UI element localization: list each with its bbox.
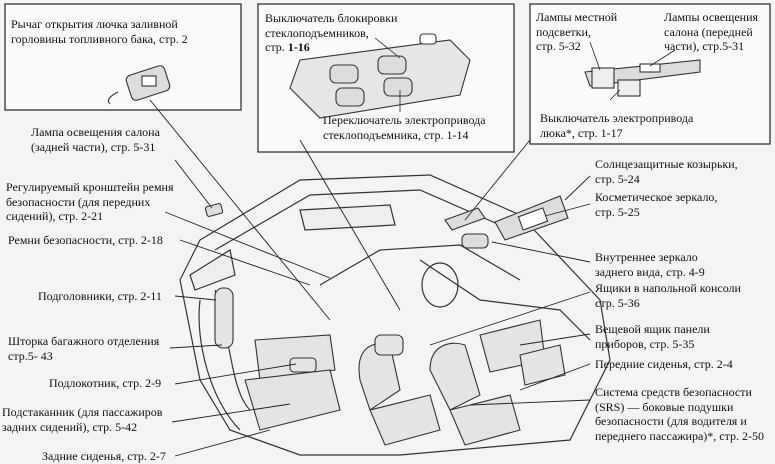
fuel-door-callout-box (4, 3, 242, 111)
label-fuel-door-lever: Рычаг открытия лючка заливной горловины … (11, 17, 188, 46)
label-window-lock-page: 1-16 (287, 40, 310, 54)
window-switch-panel-icon (289, 33, 471, 119)
label-spot-lamps: Лампы местной подсветки, стр. 5-32 (536, 10, 618, 53)
label-seatbelt-anchor: Регулируемый кронштейн ремня безопасност… (6, 180, 174, 223)
label-console-boxes: Ящики в напольной консоли стр. 5-36 (595, 281, 741, 310)
label-interior-lamps-front: Лампы освещения салона (передней части),… (664, 10, 759, 53)
label-rearview-mirror: Внутреннее зеркало заднего вида, стр. 4-… (595, 250, 705, 279)
leader-lines (149, 99, 591, 457)
label-moonroof-switch: Выключатель электропривода люка*, стр. 1… (540, 111, 694, 140)
sunvisor-icon (494, 195, 569, 241)
label-window-lock-text: Выключатель блокировки стеклоподъемников… (265, 11, 398, 54)
label-cupholder: Подстаканник (для пассажиров задних сиде… (2, 405, 163, 434)
label-glovebox: Вещевой ящик панели приборов, стр. 5-35 (595, 322, 710, 351)
label-seatbelts: Ремни безопасности, стр. 2-18 (8, 233, 163, 247)
overhead-console-icon (444, 207, 486, 231)
label-interior-lamp-rear: Лампа освещения салона (задней части), с… (31, 125, 160, 154)
label-sunvisors: Солнцезащитные козырьки, стр. 5-24 (595, 157, 738, 186)
label-srs-side-airbags: Система средств безопасности (SRS) — бок… (595, 385, 765, 443)
label-power-window-switch: Переключатель электропривода стеклоподъе… (323, 113, 486, 142)
fuel-door-lever-icon (107, 65, 171, 105)
overhead-lamps-icon (584, 59, 701, 97)
rearview-mirror-icon (461, 233, 489, 249)
label-front-seats: Передние сиденья, стр. 2-4 (595, 357, 733, 371)
label-headrests: Подголовники, стр. 2-11 (38, 289, 162, 303)
seats-shapes (214, 287, 566, 446)
label-rear-seats: Задние сиденья, стр. 2-7 (42, 449, 166, 463)
label-vanity-mirror: Косметическое зеркало, стр. 5-25 (595, 190, 718, 219)
car-interior-outline (179, 174, 611, 456)
label-cargo-cover: Шторка багажного отделения стр.5- 43 (8, 334, 160, 363)
label-window-lock-switch: Выключатель блокировки стеклоподъемников… (265, 11, 397, 55)
rear-lamp-icon (204, 202, 224, 218)
label-armrest: Подлокотник, стр. 2-9 (49, 376, 162, 390)
